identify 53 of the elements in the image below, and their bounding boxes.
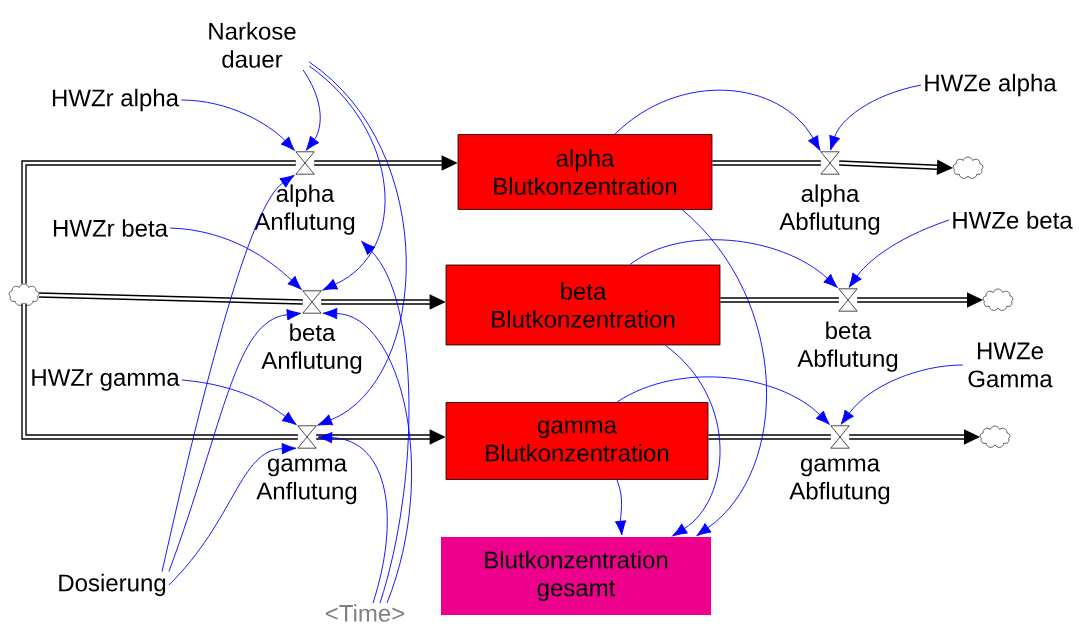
cloud-symbol (982, 288, 1014, 311)
link-arrow (181, 379, 297, 426)
link-arrow (616, 376, 830, 425)
link-arrow (629, 239, 838, 288)
link-arrow (848, 219, 950, 288)
flow-pipe (708, 434, 831, 440)
flow-pipe (38, 292, 303, 305)
variable-label: HWZe beta (953, 211, 1073, 229)
stock-box: beta Blutkonzentration (445, 264, 721, 346)
variable-label: Narkose dauer (209, 22, 296, 68)
link-arrow (317, 431, 388, 604)
cloud-symbol (8, 283, 40, 306)
flow-label: gamma Anflutung (256, 458, 357, 505)
link-arrow (161, 174, 295, 573)
link-arrow (169, 227, 302, 290)
variable-label: HWZr gamma (32, 369, 180, 391)
link-arrow (180, 99, 295, 151)
flow-label: beta Anflutung (261, 323, 362, 374)
link-arrow (840, 364, 964, 425)
link-arrow (829, 84, 922, 151)
flow-label: gamma Abflutung (789, 458, 890, 505)
flow-label: alpha Abflutung (779, 184, 880, 235)
flow-pipe (839, 159, 953, 175)
link-arrow (681, 209, 767, 537)
link-arrow (308, 65, 386, 291)
stock-box: gamma Blutkonzentration (445, 402, 709, 480)
link-arrow (664, 344, 721, 537)
link-arrow (308, 61, 407, 426)
link-arrow (322, 307, 413, 604)
flow-pipe (720, 297, 839, 303)
variable-label: Dosierung (59, 573, 166, 597)
variable-label: HWZe Gamma (968, 342, 1053, 388)
link-arrow (361, 240, 410, 604)
link-arrow (168, 309, 302, 573)
flow-pipe (849, 429, 980, 445)
stock-box: alpha Blutkonzentration (457, 134, 713, 210)
flow-label: alpha Anflutung (254, 184, 355, 235)
variable-label: HWZe alpha (925, 73, 1057, 97)
cloud-symbol (952, 156, 984, 179)
link-arrow (168, 443, 297, 586)
flow-label: beta Abflutung (797, 321, 898, 372)
flow-pipe (857, 292, 983, 308)
variable-label: HWZr beta (54, 219, 168, 237)
flow-pipe (712, 160, 821, 166)
link-arrow (614, 89, 821, 151)
variable-label: HWZr alpha (52, 88, 179, 112)
result-box: Blutkonzentration gesamt (441, 537, 711, 615)
flow-pipe (21, 303, 298, 440)
link-arrow (302, 69, 321, 151)
cloud-symbol (979, 425, 1011, 448)
flow-pipe (21, 160, 296, 284)
link-arrow (614, 479, 627, 536)
shadow-variable-label: <Time> (325, 604, 405, 622)
